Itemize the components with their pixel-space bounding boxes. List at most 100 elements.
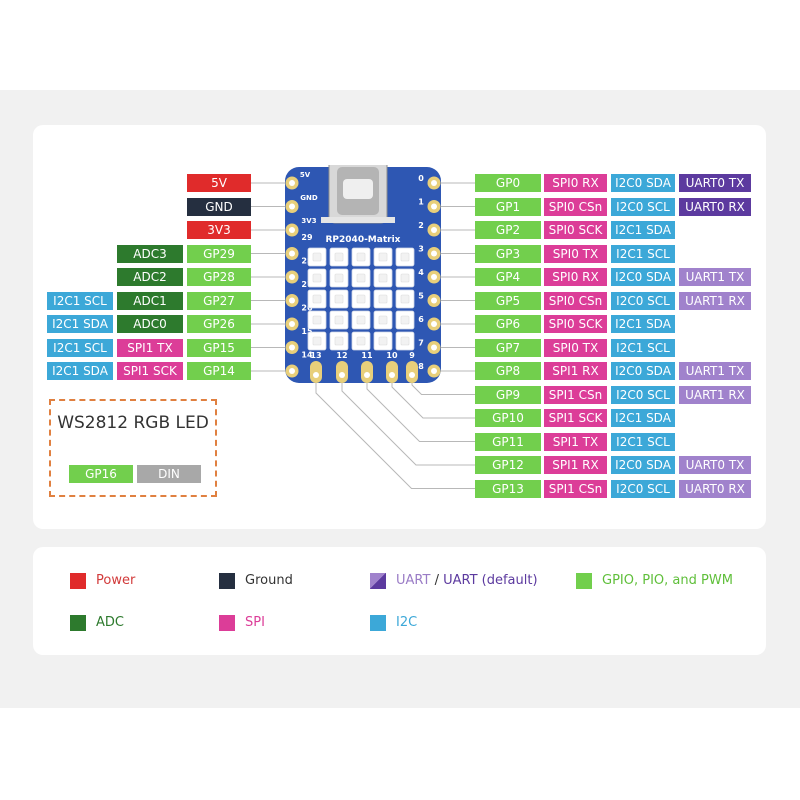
led-gp-label: GP16 bbox=[69, 465, 133, 483]
left-pad bbox=[285, 364, 299, 378]
legend-label-gpio: GPIO, PIO, and PWM bbox=[602, 573, 733, 588]
right-gp-label: GP11 bbox=[475, 432, 541, 451]
right-spi-label: SPI1 CSn bbox=[544, 385, 607, 404]
right-spi-label: SPI1 TX bbox=[544, 432, 607, 451]
legend-swatch-i2c bbox=[370, 615, 386, 631]
bottom-pad bbox=[386, 361, 398, 383]
left-gp-label: GP28 bbox=[187, 268, 251, 286]
right-spi-label: SPI1 SCK bbox=[544, 409, 607, 427]
right-i2c-label: I2C0 SDA bbox=[611, 268, 675, 286]
led-box-title: WS2812 RGB LED bbox=[57, 413, 209, 433]
right-pad bbox=[427, 270, 441, 284]
board-left-number: 26 bbox=[301, 304, 313, 313]
right-i2c-label: I2C0 SDA bbox=[611, 456, 675, 474]
right-uart-label: UART0 TX bbox=[679, 456, 751, 474]
right-uart-label: UART0 TX bbox=[679, 174, 751, 192]
right-spi-label: SPI1 CSn bbox=[544, 479, 607, 498]
right-i2c-label: I2C0 SCL bbox=[611, 291, 675, 310]
right-uart-label: UART1 RX bbox=[679, 291, 751, 310]
legend-label-power: Power bbox=[96, 573, 136, 588]
board-bottom-number: 13 bbox=[310, 351, 321, 360]
board-left-number: 27 bbox=[301, 280, 312, 289]
legend-label-i2c: I2C bbox=[396, 615, 418, 630]
right-spi-label: SPI0 SCK bbox=[544, 221, 607, 239]
right-pad bbox=[427, 247, 441, 260]
legend-card bbox=[33, 547, 766, 655]
board-label-3v3: 3V3 bbox=[301, 217, 316, 225]
right-spi-label: SPI0 CSn bbox=[544, 197, 607, 216]
board-left-number: 15 bbox=[301, 327, 313, 336]
right-pad bbox=[427, 341, 441, 354]
right-spi-label: SPI1 RX bbox=[544, 456, 607, 474]
right-i2c-label: I2C0 SDA bbox=[611, 174, 675, 192]
board-right-number: 6 bbox=[418, 315, 424, 324]
led-din-label: DIN bbox=[137, 465, 201, 483]
right-pad bbox=[427, 200, 441, 213]
right-spi-label: SPI0 CSn bbox=[544, 291, 607, 310]
right-gp-label: GP9 bbox=[475, 385, 541, 404]
right-gp-label: GP13 bbox=[475, 479, 541, 498]
board-bottom-number: 9 bbox=[409, 351, 415, 360]
left-func-label: ADC3 bbox=[117, 244, 183, 263]
right-gp-label: GP0 bbox=[475, 174, 541, 192]
right-spi-label: SPI1 RX bbox=[544, 362, 607, 380]
legend-swatch-power bbox=[70, 573, 86, 589]
legend-swatch-adc bbox=[70, 615, 86, 631]
right-i2c-label: I2C0 SCL bbox=[611, 385, 675, 404]
left-pad bbox=[285, 341, 299, 354]
board-left-number: 29 bbox=[301, 233, 313, 242]
legend-swatch-spi bbox=[219, 615, 235, 631]
left-gp-label: GP26 bbox=[187, 315, 251, 333]
left-gp-label: GP14 bbox=[187, 362, 251, 380]
right-gp-label: GP1 bbox=[475, 197, 541, 216]
legend-label-part: UART bbox=[396, 573, 431, 588]
bottom-pad bbox=[361, 361, 373, 383]
usb-c-connector bbox=[321, 165, 395, 224]
right-gp-label: GP7 bbox=[475, 338, 541, 357]
right-gp-label: GP12 bbox=[475, 456, 541, 474]
right-i2c-label: I2C0 SDA bbox=[611, 362, 675, 380]
left-power-label: GND bbox=[187, 197, 251, 216]
bottom-pad bbox=[310, 361, 322, 383]
left-pad bbox=[285, 317, 299, 331]
left-pad bbox=[285, 247, 299, 260]
board-bottom-number: 10 bbox=[386, 351, 398, 360]
left-func-label: ADC0 bbox=[117, 315, 183, 333]
legend-label-spi: SPI bbox=[245, 615, 265, 630]
right-uart-label: UART0 RX bbox=[679, 479, 751, 498]
right-pad bbox=[427, 294, 441, 307]
right-gp-label: GP3 bbox=[475, 244, 541, 263]
right-pad bbox=[427, 317, 441, 331]
ws2812-led-box: WS2812 RGB LED GP16 DIN bbox=[49, 399, 217, 497]
board-left-number: 28 bbox=[301, 257, 313, 266]
right-i2c-label: I2C0 SCL bbox=[611, 197, 675, 216]
board-left-number: 14 bbox=[301, 351, 313, 360]
right-i2c-label: I2C1 SDA bbox=[611, 221, 675, 239]
right-i2c-label: I2C1 SDA bbox=[611, 315, 675, 333]
board-name: RP2040-Matrix bbox=[326, 235, 401, 245]
right-spi-label: SPI0 RX bbox=[544, 174, 607, 192]
right-uart-label: UART1 RX bbox=[679, 385, 751, 404]
board-right-number: 3 bbox=[418, 245, 424, 254]
right-pad bbox=[427, 223, 441, 237]
led-matrix bbox=[307, 247, 415, 351]
board-right-number: 2 bbox=[418, 221, 424, 230]
left-pad bbox=[285, 223, 299, 237]
left-func-label: ADC2 bbox=[117, 268, 183, 286]
left-pad bbox=[285, 294, 299, 307]
legend-label-part: / bbox=[430, 573, 444, 588]
right-gp-label: GP5 bbox=[475, 291, 541, 310]
right-pad bbox=[427, 176, 441, 190]
left-gp-label: GP15 bbox=[187, 338, 251, 357]
right-gp-label: GP10 bbox=[475, 409, 541, 427]
left-power-label: 5V bbox=[187, 174, 251, 192]
left-func-label: SPI1 TX bbox=[117, 338, 183, 357]
right-spi-label: SPI0 TX bbox=[544, 338, 607, 357]
right-i2c-label: I2C1 SCL bbox=[611, 244, 675, 263]
board-right-number: 8 bbox=[418, 362, 424, 371]
legend-label-uart: UART / UART (default) bbox=[396, 573, 538, 589]
right-pad bbox=[427, 364, 441, 378]
board-right-number: 0 bbox=[418, 174, 424, 183]
right-spi-label: SPI0 RX bbox=[544, 268, 607, 286]
